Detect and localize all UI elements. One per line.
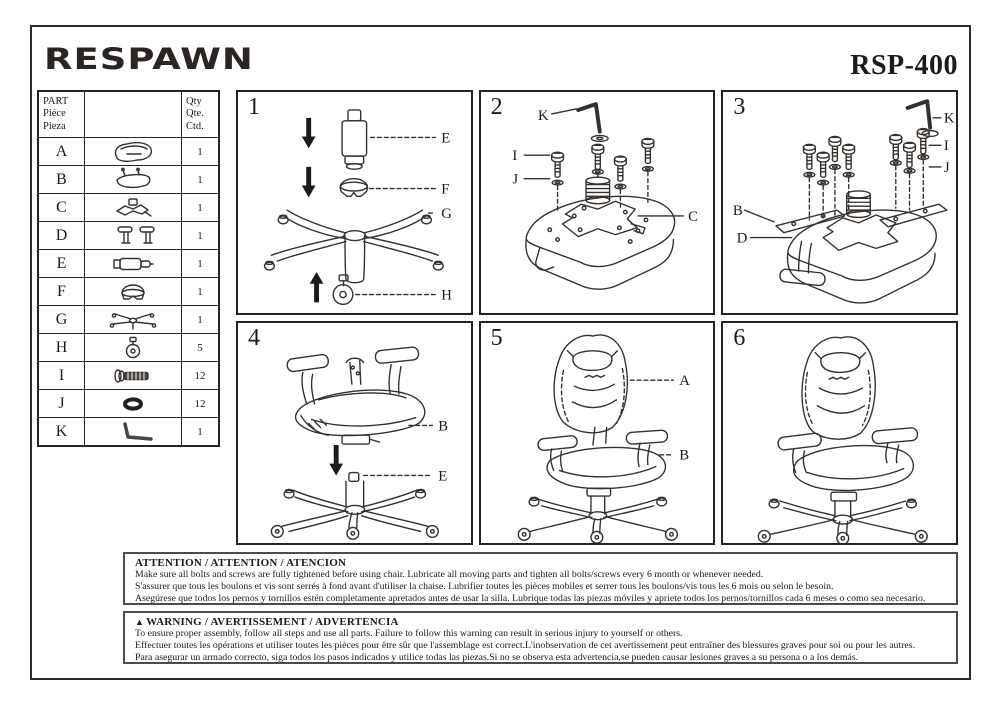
part-qty: 1	[181, 306, 218, 333]
step-2-drawing: K I J C	[512, 102, 698, 290]
label-e: E	[441, 130, 450, 146]
step-panel-5: 5	[478, 320, 716, 545]
step-number: 4	[248, 324, 260, 351]
step-5-drawing: A B	[517, 333, 690, 543]
five-star-base-icon	[85, 306, 181, 333]
part-letter: A	[39, 138, 85, 165]
brand-logo: RESPAWN	[44, 42, 254, 77]
part-qty: 1	[181, 418, 218, 445]
step-number: 5	[490, 324, 503, 351]
warning-line-en: To ensure proper assembly, follow all st…	[135, 628, 683, 639]
attention-title: ATTENTION / ATTENTION / ATENCION	[135, 557, 347, 569]
part-qty: 1	[181, 194, 218, 221]
allen-wrench-icon	[85, 418, 181, 445]
attention-line-fr: S'assurer que tous les boulons et vis so…	[135, 580, 834, 592]
cylinder-cover-icon	[85, 278, 181, 305]
part-letter: C	[39, 194, 85, 221]
page-border	[30, 25, 971, 680]
step-6-drawing	[757, 335, 929, 543]
table-row-a: A 1	[39, 137, 218, 165]
step-panel-3: 3	[721, 90, 958, 315]
part-qty: 12	[181, 362, 218, 389]
attention-line-en: Make sure all bolts and screws are fully…	[135, 569, 764, 580]
part-letter: G	[39, 306, 85, 333]
table-row-i: I 12	[39, 361, 218, 389]
parts-table: PART Piéce Pieza Qty Qte. Ctd. A 1 B 1	[37, 90, 220, 447]
qty-column-header: Qty Qte. Ctd.	[181, 92, 218, 137]
step-4-drawing: B E	[270, 346, 448, 540]
table-row-g: G 1	[39, 305, 218, 333]
label-c: C	[688, 209, 698, 225]
warning-line-es: Para asegurar un armado correcto, siga t…	[135, 651, 859, 663]
part-letter: I	[39, 362, 85, 389]
label-k: K	[538, 108, 549, 124]
part-letter: K	[39, 418, 85, 445]
step-1-drawing: E F G H	[263, 109, 452, 306]
step-3-drawing: K I J B D	[733, 99, 955, 304]
label-j: J	[512, 172, 518, 188]
label-h: H	[441, 287, 452, 303]
armrests-icon	[85, 222, 181, 249]
backrest-icon	[85, 138, 181, 165]
label-i: I	[512, 148, 517, 164]
step-panel-6: 6	[721, 320, 958, 545]
step-panel-1: 1	[236, 90, 473, 315]
part-letter: E	[39, 250, 85, 277]
part-letter: J	[39, 390, 85, 417]
icon-column-header	[85, 92, 181, 137]
label-d: D	[737, 231, 748, 247]
table-row-d: D 1	[39, 221, 218, 249]
table-row-b: B 1	[39, 165, 218, 193]
step-number: 2	[490, 94, 503, 120]
caster-wheel-icon	[85, 334, 181, 361]
part-qty: 1	[181, 166, 218, 193]
table-row-f: F 1	[39, 277, 218, 305]
warning-notice: ▲WARNING / AVERTISSEMENT / ADVERTENCIA T…	[123, 611, 958, 664]
washer-icon	[85, 390, 181, 417]
part-letter: H	[39, 334, 85, 361]
label-g: G	[441, 206, 452, 222]
gas-cylinder-icon	[85, 250, 181, 277]
table-row-h: H 5	[39, 333, 218, 361]
table-row-k: K 1	[39, 417, 218, 445]
label-k: K	[944, 111, 955, 127]
step-number: 6	[733, 324, 746, 351]
part-qty: 1	[181, 138, 218, 165]
label-b: B	[438, 418, 448, 434]
step-number: 1	[248, 94, 260, 120]
warning-line-fr: Effectuer toutes les opérations et utili…	[135, 639, 916, 651]
label-a: A	[679, 373, 690, 389]
model-number: RSP-400	[850, 50, 958, 81]
warning-triangle-icon: ▲	[135, 617, 145, 627]
part-qty: 1	[181, 278, 218, 305]
label-b: B	[733, 203, 743, 219]
tilt-mechanism-icon	[85, 194, 181, 221]
part-qty: 1	[181, 250, 218, 277]
warning-title: ▲WARNING / AVERTISSEMENT / ADVERTENCIA	[135, 616, 399, 628]
label-b: B	[679, 447, 689, 463]
part-qty: 5	[181, 334, 218, 361]
label-f: F	[441, 181, 449, 197]
table-row-e: E 1	[39, 249, 218, 277]
label-e: E	[438, 468, 447, 484]
bolt-icon	[85, 362, 181, 389]
part-qty: 1	[181, 222, 218, 249]
part-column-header: PART Piéce Pieza	[39, 92, 85, 137]
attention-line-es: Asegúrese que todos los pernos y tornill…	[135, 592, 926, 604]
step-panel-2: 2	[478, 90, 716, 315]
table-row-j: J 12	[39, 389, 218, 417]
label-j: J	[944, 160, 950, 176]
assembly-steps: 1	[236, 90, 958, 545]
step-panel-4: 4	[236, 320, 473, 545]
seat-icon	[85, 166, 181, 193]
part-qty: 12	[181, 390, 218, 417]
attention-notice: ATTENTION / ATTENTION / ATENCION Make su…	[123, 552, 958, 605]
parts-table-header: PART Piéce Pieza Qty Qte. Ctd.	[39, 92, 218, 137]
step-number: 3	[733, 94, 746, 120]
part-letter: D	[39, 222, 85, 249]
table-row-c: C 1	[39, 193, 218, 221]
label-i: I	[944, 138, 949, 154]
part-letter: B	[39, 166, 85, 193]
part-letter: F	[39, 278, 85, 305]
